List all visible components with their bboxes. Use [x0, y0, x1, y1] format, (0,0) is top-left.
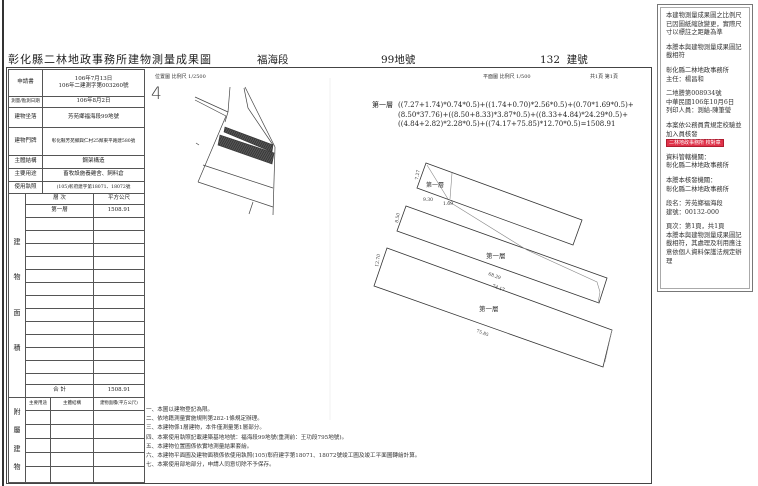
formula-floor-label: 第一層	[372, 101, 393, 109]
floor-label: 第一層	[486, 251, 506, 260]
dimension-label: 1.69	[443, 201, 453, 207]
dimension-label: 68.29	[487, 271, 501, 281]
parcel-line	[197, 181, 274, 208]
section-name: 福海段	[257, 54, 289, 66]
building-footprint	[223, 126, 274, 153]
printed-by: 列印人員：測給-陳筆瑩	[666, 107, 732, 115]
annex-table: 附屬建物 主要用途 主體結構 建物面積(平方公尺)	[8, 397, 145, 483]
page-indicator: 共1頁 第1頁	[590, 74, 618, 80]
note-item: 二、依地籍測量實施規則第282-1條規定辦理。	[146, 416, 263, 423]
formula-line: (8.50*37.76)+((8.50+8.33)*3.87*0.5)+((8.…	[398, 110, 628, 119]
notes-list: 一、本圖以建物登記為限。 二、依地籍測量實施規則第282-1條規定辦理。 三、本…	[146, 406, 420, 470]
row-label: 建物門牌	[8, 127, 43, 156]
table-row	[9, 334, 145, 348]
note-item: 五、本建物位置圖係依實地測量結果套繪。	[146, 443, 253, 450]
plan-line	[604, 329, 613, 363]
director: 主任：楊昌和	[666, 75, 704, 83]
floor-plan-label: 平面圖 比例尺 1/500	[483, 74, 531, 80]
note-item: 六、本建物平面圖及建物面積係依使用執照(105)彰府建字第18071、18072…	[146, 453, 421, 460]
lot-number: 99地號	[381, 54, 416, 66]
building-number-field: 建號：00132-000	[666, 208, 720, 216]
building-footprint	[217, 134, 275, 165]
issuing-authority: 彰化縣二林地政事務所	[666, 185, 729, 193]
page-field: 頁次：第1頁，共1頁	[666, 223, 725, 231]
plan-line	[426, 164, 601, 304]
dimension-label: 74.17	[491, 283, 505, 293]
official-stamp: 二林地政事務所 校對章	[666, 139, 724, 148]
table-row	[9, 347, 145, 361]
parcel-line	[244, 86, 276, 148]
plan-outline	[416, 162, 583, 246]
parcel-line	[195, 142, 200, 146]
formula-line: ((4.84+2.82)*2.28*0.5)+((74.17+75.85)*12…	[398, 120, 616, 128]
table-row	[9, 466, 145, 483]
dimension-label: 8.50	[394, 212, 402, 223]
plan-outline	[373, 247, 613, 368]
verification-notice: 本案依公務員責規定校驗並加入員核發	[666, 121, 742, 138]
issuing-authority-label: 本謄本核發機關：	[666, 176, 717, 184]
table-row: 建物坐落芳苑鄉福海段99地號	[8, 107, 145, 128]
note-item: 一、本圖以建物登記為限。	[146, 407, 214, 413]
note-item: 七、本案使用部地部分，申請人同意切除不予保存。	[146, 462, 275, 469]
data-authority-label: 資料管轄機關：	[666, 153, 711, 161]
certification-panel: 本建物測量成果圖之比例尺已因圖紙縮放變更，實際尺寸以標註之距離為準 本謄本與建物…	[657, 4, 753, 292]
dimension-label: 7.27	[414, 169, 422, 180]
table-row	[9, 438, 145, 453]
table-row	[9, 230, 145, 244]
data-authority: 彰化縣二林地政事務所	[666, 162, 729, 170]
floor-label: 第一層	[426, 181, 444, 189]
location-map-label: 位置圖 比例尺 1/2500	[155, 74, 206, 80]
parcel-line	[272, 146, 276, 216]
area-formula: 第一層 ((7.27+1.74)*0.74*0.5)+((1.74+0.70)*…	[372, 101, 634, 130]
consistency-notice: 本謄本與建物測量成果圖記載相符	[666, 43, 742, 60]
parcel-line	[227, 86, 231, 113]
floor-label: 第一層	[479, 304, 499, 313]
parcel-line	[202, 164, 274, 189]
north-arrow-icon: 4	[151, 84, 162, 104]
note-item: 四、本案使用執照記載建築基地地號：福海段99地號(重測前：王功段795地號)。	[146, 434, 348, 441]
transcript-number: 二地謄第008934號	[666, 90, 722, 98]
privacy-notice: 本謄本與建物測量成果圖記載相符，其處理及利用應注意依個人資料保護法規定辦理	[666, 231, 742, 265]
parcel-line	[248, 201, 254, 215]
formula-line: ((7.27+1.74)*0.74*0.5)+((1.74+0.70)*2.56…	[398, 101, 634, 109]
table-header-row: 附屬建物 主要用途 主體結構 建物面積(平方公尺)	[8, 397, 145, 483]
scale-notice: 本建物測量成果圖之比例尺已因圖紙縮放變更，實際尺寸以標註之距離為準	[666, 12, 742, 37]
plan-outline	[396, 205, 608, 304]
office-name: 彰化縣二林地政事務所	[666, 66, 729, 74]
application-number: 106年二建測字第003260號	[58, 83, 129, 89]
building-number-value: 132	[540, 54, 561, 66]
issue-date: 中華民國106年10月6日	[666, 98, 735, 106]
building-number-label: 建號	[566, 54, 588, 66]
section-field: 段名：芳苑鄉福海段	[666, 200, 723, 208]
application-date: 106年7月13日	[74, 75, 113, 82]
scan-border	[2, 0, 4, 486]
dimension-label: 12.70	[374, 253, 382, 267]
parcel-line	[243, 87, 274, 146]
table-row	[9, 282, 145, 296]
main-frame	[6, 67, 652, 484]
road-line	[194, 99, 227, 117]
note-item: 三、本建物係1層建物，本件僅測量第1層部分。	[146, 425, 265, 432]
dimension-label: 9.30	[423, 197, 433, 203]
dimension-label: 75.85	[475, 328, 489, 338]
parcel-line	[197, 115, 227, 183]
document-title: 彰化縣二林地政事務所建物測量成果圖	[8, 53, 212, 66]
building-number: 132 建號	[540, 52, 588, 67]
